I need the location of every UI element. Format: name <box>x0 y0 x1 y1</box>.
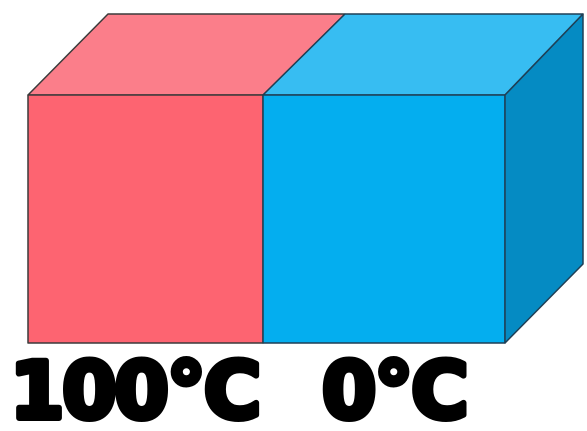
cold-block <box>262 13 584 344</box>
hot-temperature-label: 100°C <box>10 347 259 431</box>
cold-block-front-face <box>262 94 506 344</box>
cold-temperature-label: 0°C <box>322 347 467 431</box>
hot-block-front-face <box>27 94 264 344</box>
hot-block <box>27 13 346 344</box>
cold-block-side-face <box>504 13 584 344</box>
